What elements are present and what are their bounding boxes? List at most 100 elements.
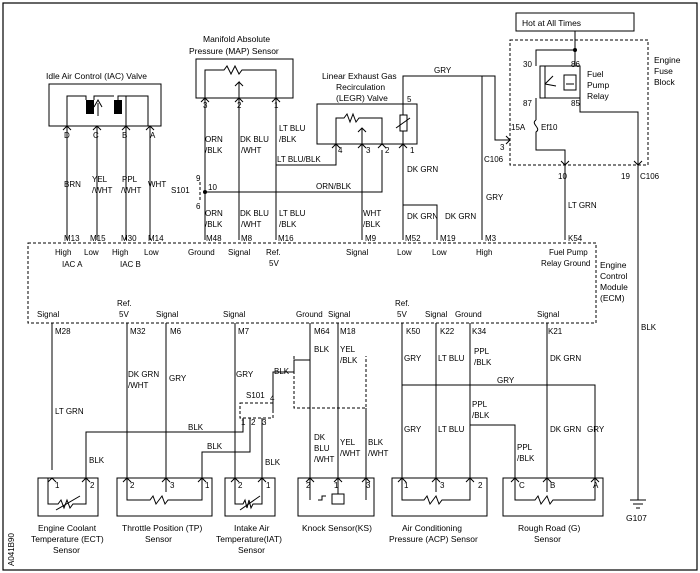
- legr-pin-2: 2: [385, 146, 390, 155]
- wire-k22-ltblu: LT BLU: [438, 354, 465, 363]
- ecm-pin-m3: M3: [485, 234, 497, 243]
- wire-m52-dkgrn-2: DK GRN: [407, 212, 438, 221]
- ecm-label-m13: High: [55, 248, 71, 257]
- relay-title-1: Fuel: [587, 69, 604, 79]
- hot-at-all-times: Hot at All Times: [522, 18, 581, 28]
- fuse-block-title-3: Block: [654, 77, 676, 87]
- wire-m28-ltgrn: LT GRN: [55, 407, 84, 416]
- relay-pin-85: 85: [571, 99, 580, 108]
- tp-title-1: Throttle Position (TP): [122, 523, 202, 533]
- ecm-sub-ref-5v: 5V: [269, 259, 279, 268]
- ecm-pin-k22: K22: [440, 327, 455, 336]
- legr-pin-3: 3: [366, 146, 371, 155]
- wire-ks-yel: YEL: [340, 438, 356, 447]
- ecm-sub-iac-b: IAC B: [120, 260, 141, 269]
- side-code: A041B90: [7, 533, 16, 566]
- ecm-title-2: Control: [600, 271, 628, 281]
- ecm-title-4: (ECM): [600, 293, 625, 303]
- ecm-sub-m32-5v: 5V: [119, 310, 129, 319]
- ecm-pin-k21: K21: [548, 327, 563, 336]
- wire-ks-blk: BLK: [368, 438, 384, 447]
- ecm-pin-m52: M52: [405, 234, 421, 243]
- ecm-pin-m30: M30: [121, 234, 137, 243]
- wire-lt-blu-blk: LT BLU/BLK: [277, 155, 321, 164]
- ecm-label-m8: Signal: [228, 248, 250, 257]
- legr-valve: Linear Exhaust Gas Recirculation (LEGR) …: [276, 66, 510, 240]
- ecm-label-m30: High: [112, 248, 128, 257]
- ecm-label-m19: Low: [432, 248, 447, 257]
- wire-m8-dkblu: DK BLU: [240, 209, 269, 218]
- tp-sensor: 2 3 1 Throttle Position (TP) Sensor: [116, 477, 213, 544]
- acp-pin-2: 2: [478, 481, 483, 490]
- relay-title-2: Pump: [587, 80, 609, 90]
- ecm-label-k22: Signal: [425, 310, 447, 319]
- engine-fuse-block: Hot at All Times Engine Fuse Block Fuel …: [484, 12, 681, 523]
- ecm: Engine Control Module (ECM) M13 High M15…: [27, 234, 628, 336]
- ks-pin-2: 2: [306, 481, 311, 490]
- fuse-block-title-1: Engine: [654, 55, 681, 65]
- s101b-pin-2: 2: [251, 418, 256, 427]
- c106-label-left: C106: [484, 155, 504, 164]
- acp-pin-1: 1: [404, 481, 409, 490]
- ecm-label-m15: Low: [84, 248, 99, 257]
- wire-map-ltblu-blk: /BLK: [279, 135, 297, 144]
- wire-k34-ppl: PPL: [474, 347, 490, 356]
- wire-m8-dkblu-wht: /WHT: [241, 220, 262, 229]
- wire-rr-dkgrn: DK GRN: [550, 425, 581, 434]
- ecm-pin-m9: M9: [365, 234, 377, 243]
- wire-s101-orn: ORN: [205, 209, 223, 218]
- map-sensor: Manifold Absolute Pressure (MAP) Sensor …: [189, 34, 306, 240]
- ecm-pin-k54: K54: [568, 234, 583, 243]
- ecm-pin-m64: M64: [314, 327, 330, 336]
- ks-title: Knock Sensor(KS): [302, 523, 372, 533]
- wire-ect-s101-blk: BLK: [188, 423, 204, 432]
- wire-yel: YEL: [92, 175, 108, 184]
- wire-s101-orn-blk: /BLK: [205, 220, 223, 229]
- s101b-pin-1: 1: [241, 418, 246, 427]
- wire-ect-blk: BLK: [89, 456, 105, 465]
- s101-pin-9: 9: [196, 174, 201, 183]
- ecm-sub-relay-ground: Relay Ground: [541, 259, 590, 268]
- iat-title-2: Temperature(IAT): [216, 534, 282, 544]
- ecm-label-m14: Low: [144, 248, 159, 257]
- wire-k54-ltgrn: LT GRN: [568, 201, 597, 210]
- tp-pin-2: 2: [130, 481, 135, 490]
- ecm-label-k50: Ref.: [395, 299, 410, 308]
- ecm-label-m64: Ground: [296, 310, 323, 319]
- ecm-bottom-pins: Signal M28 Ref. 5V M32 Signal M6 Signal …: [37, 299, 563, 336]
- wire-s101b-blk: BLK: [274, 367, 290, 376]
- wire-ppl: PPL: [122, 175, 138, 184]
- ecm-label-k54: Fuel Pump: [549, 248, 588, 257]
- ect-title-3: Sensor: [53, 545, 80, 555]
- c106-pin-19: 19: [621, 172, 630, 181]
- ecm-label-m9: Signal: [346, 248, 368, 257]
- legr-pin-4: 4: [338, 146, 343, 155]
- wire-m18-yel: YEL: [340, 345, 356, 354]
- s101-pin-10: 10: [208, 183, 217, 192]
- ecm-label-m28: Signal: [37, 310, 59, 319]
- ecm-pin-k34: K34: [472, 327, 487, 336]
- wire-ppl-wht: /WHT: [121, 186, 142, 195]
- acp-title-1: Air Conditioning: [402, 523, 462, 533]
- iat-pin-2: 2: [238, 481, 243, 490]
- wire-rr-a-gry: GRY: [587, 425, 605, 434]
- wire-ground-blk: BLK: [641, 323, 657, 332]
- ks-pin-1: 1: [334, 481, 339, 490]
- wire-k34-ppl-blk: /BLK: [474, 358, 492, 367]
- relay-pin-87: 87: [523, 99, 532, 108]
- wire-k50-gry: GRY: [404, 354, 422, 363]
- iac-valve: Idle Air Control (IAC) Valve D C B A BRN…: [46, 71, 166, 240]
- fuse-block-title-2: Fuse: [654, 66, 673, 76]
- acp-title-2: Pressure (ACP) Sensor: [389, 534, 478, 544]
- ecm-pin-m6: M6: [170, 327, 182, 336]
- iac-title: Idle Air Control (IAC) Valve: [46, 71, 147, 81]
- wire-acp-ppl-blk: /BLK: [472, 411, 490, 420]
- wire-m6-gry: GRY: [169, 374, 187, 383]
- ecm-pin-m8: M8: [241, 234, 253, 243]
- wire-orn-blk: ORN/BLK: [316, 182, 352, 191]
- wire-rr-gry: GRY: [497, 376, 515, 385]
- legr-pin-5: 5: [407, 95, 412, 104]
- iac-pin-a: A: [150, 131, 156, 140]
- wire-map-orn-blk: /BLK: [205, 146, 223, 155]
